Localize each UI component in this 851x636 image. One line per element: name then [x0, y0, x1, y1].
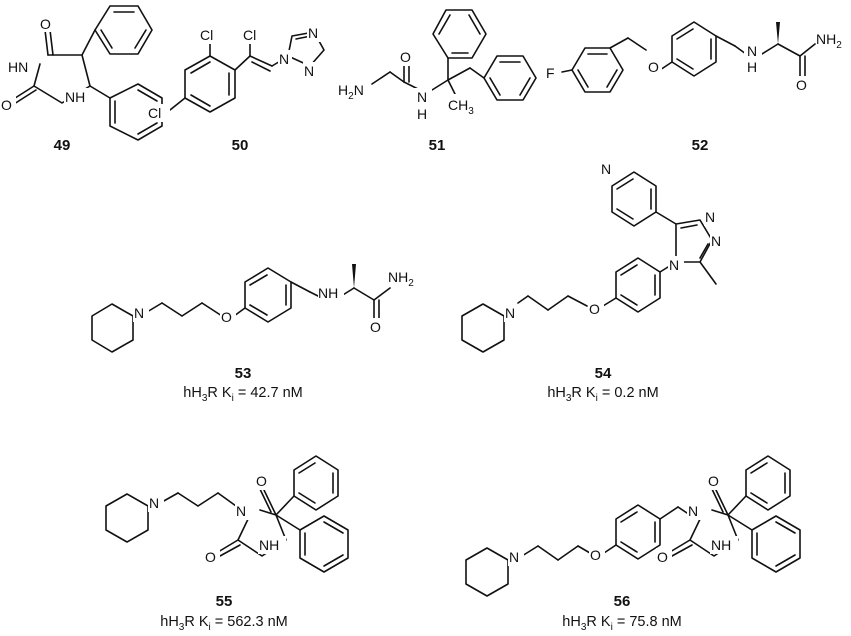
- atom-label: CH3: [448, 97, 474, 117]
- ki-value-54: hH3R Ki = 0.2 nM: [547, 385, 658, 404]
- compound-54-structure: N N N N O N: [461, 160, 726, 353]
- atom-label: N: [711, 233, 721, 249]
- atom-label: O: [40, 16, 51, 32]
- atom-label: N: [505, 305, 515, 321]
- atom-label: O: [400, 49, 411, 65]
- atom-label: N: [134, 305, 144, 321]
- atom-label: Cl: [243, 27, 256, 43]
- atom-label: N: [688, 503, 698, 519]
- atom-label: O: [1, 97, 12, 113]
- compound-49-structure: O O HN NH: [0, 5, 163, 141]
- atom-label: O: [796, 77, 807, 93]
- atom-label: O: [221, 309, 232, 325]
- atom-label: O: [648, 59, 659, 75]
- atom-label: O: [590, 547, 601, 563]
- compound-56-structure: N O N O O NH: [465, 455, 801, 597]
- atom-label: NH: [259, 537, 279, 553]
- atom-label: O: [205, 549, 216, 565]
- atom-label: O: [256, 473, 267, 489]
- compound-number: 53: [235, 365, 252, 382]
- atom-label: N: [705, 209, 715, 225]
- compound-50-structure: Cl Cl Cl N N N: [148, 24, 325, 122]
- atom-label: N: [669, 257, 679, 273]
- atom-label: NH2: [388, 269, 414, 289]
- atom-label: N: [417, 89, 427, 105]
- compound-52-structure: F O N H O NH2: [544, 21, 842, 94]
- compound-51-structure: O H2N N H CH3: [338, 9, 537, 124]
- atom-label: F: [546, 65, 555, 81]
- ki-value-53: hH3R Ki = 42.7 nM: [183, 385, 302, 404]
- compound-number: 49: [54, 137, 71, 154]
- atom-label: HN: [8, 59, 28, 75]
- atom-label: N: [509, 549, 519, 565]
- atom-label: N: [279, 51, 289, 67]
- atom-label: NH2: [816, 31, 842, 51]
- compound-number: 54: [595, 365, 612, 382]
- atom-label: NH: [711, 537, 731, 553]
- compound-number: 50: [232, 137, 249, 154]
- atom-label: N: [601, 161, 611, 177]
- atom-label: H: [417, 106, 427, 122]
- compound-number: 52: [692, 137, 709, 154]
- atom-label: Cl: [148, 105, 161, 121]
- ki-value-56: hH3R Ki = 75.8 nM: [562, 614, 681, 633]
- atom-label: N: [149, 495, 159, 511]
- compound-number: 55: [216, 593, 233, 610]
- atom-label: O: [657, 549, 668, 565]
- ki-value-55: hH3R Ki = 562.3 nM: [160, 614, 288, 633]
- atom-label: N: [308, 25, 318, 41]
- atom-label: O: [708, 473, 719, 489]
- atom-label: Cl: [200, 27, 213, 43]
- compound-number: 51: [429, 137, 446, 154]
- atom-label: NH: [318, 285, 338, 301]
- compound-55-structure: N N O O NH: [105, 455, 349, 573]
- atom-label: O: [370, 319, 381, 335]
- compound-number: 56: [614, 593, 631, 610]
- atom-label: O: [589, 301, 600, 317]
- atom-label: H2N: [338, 82, 364, 102]
- atom-label: H: [747, 59, 757, 75]
- compound-53-structure: N O NH O NH2: [91, 264, 414, 353]
- atom-label: N: [304, 63, 314, 79]
- atom-label: N: [236, 503, 246, 519]
- atom-label: N: [747, 43, 757, 59]
- atom-label: NH: [65, 89, 85, 105]
